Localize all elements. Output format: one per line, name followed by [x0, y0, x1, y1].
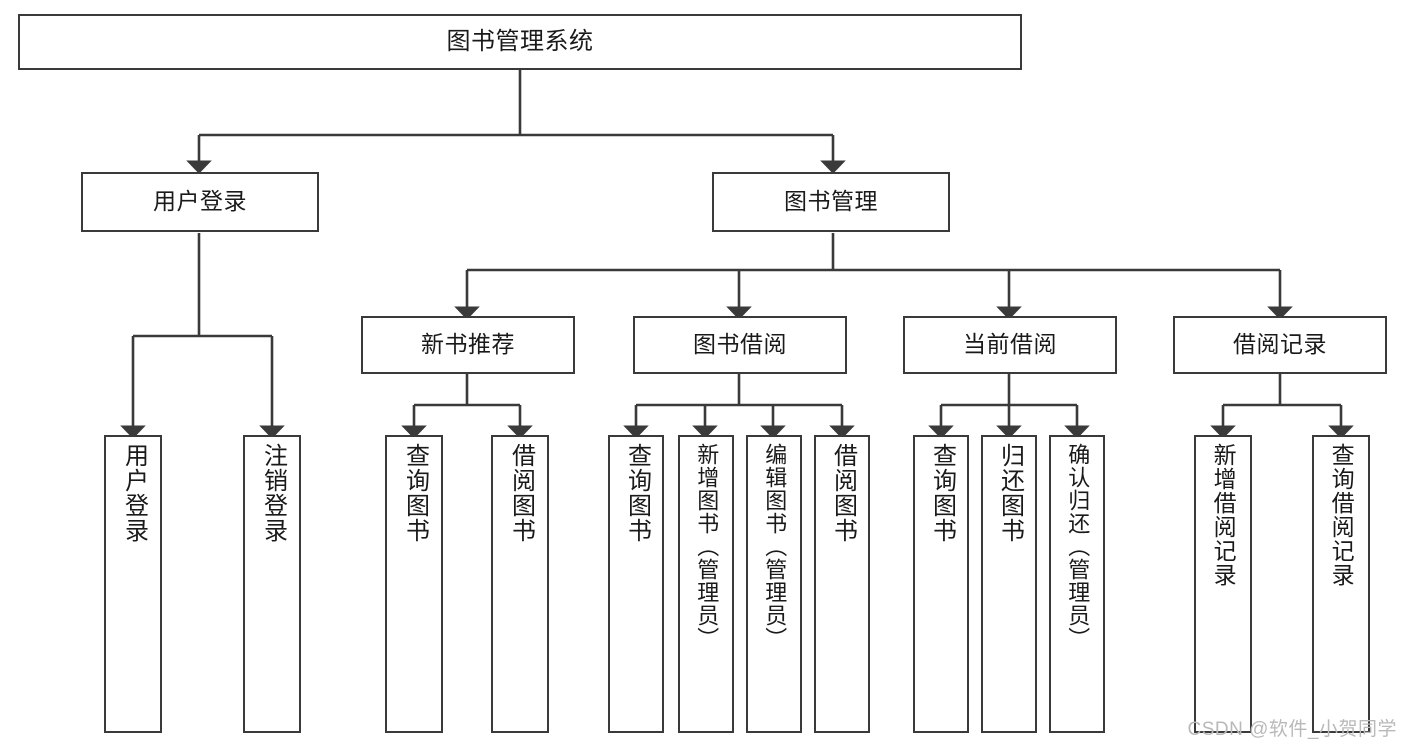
node-leaf-borrow-book-1-label: 借阅图书	[507, 443, 535, 543]
node-leaf-edit-book-label: 编辑图书（管理员）	[762, 443, 788, 650]
node-new-book-recommend-label: 新书推荐	[421, 331, 515, 358]
node-borrow-record-label: 借阅记录	[1233, 331, 1327, 358]
node-user-login[interactable]: 用户登录	[81, 172, 319, 232]
node-leaf-query-book-1-label: 查询图书	[401, 443, 429, 543]
watermark-text: CSDN @软件_小贺同学	[1187, 719, 1397, 740]
node-leaf-query-book-3-label: 查询图书	[928, 443, 956, 543]
node-leaf-borrow-book-2-label: 借阅图书	[829, 443, 857, 543]
node-leaf-confirm-return-label: 确认归还（管理员）	[1065, 443, 1091, 650]
node-leaf-query-book-1[interactable]: 查询图书	[385, 435, 443, 733]
node-leaf-borrow-book-2[interactable]: 借阅图书	[814, 435, 870, 733]
node-leaf-query-book-2[interactable]: 查询图书	[608, 435, 664, 733]
node-new-book-recommend[interactable]: 新书推荐	[361, 316, 575, 374]
node-book-borrow[interactable]: 图书借阅	[633, 316, 847, 374]
node-book-manage[interactable]: 图书管理	[712, 172, 950, 232]
node-current-borrow[interactable]: 当前借阅	[903, 316, 1117, 374]
node-leaf-add-book[interactable]: 新增图书（管理员）	[678, 435, 734, 733]
node-book-borrow-label: 图书借阅	[693, 331, 787, 358]
node-root-system-label: 图书管理系统	[446, 27, 594, 55]
node-leaf-logout-login-label: 注销登录	[259, 443, 287, 543]
node-leaf-return-book-label: 归还图书	[996, 443, 1024, 543]
node-current-borrow-label: 当前借阅	[963, 331, 1057, 358]
node-leaf-user-login-label: 用户登录	[120, 443, 148, 543]
node-leaf-logout-login[interactable]: 注销登录	[243, 435, 301, 733]
node-root-system[interactable]: 图书管理系统	[18, 14, 1022, 70]
node-leaf-user-login[interactable]: 用户登录	[104, 435, 162, 733]
node-leaf-add-borrow-record[interactable]: 新增借阅记录	[1194, 435, 1252, 733]
node-leaf-add-borrow-record-label: 新增借阅记录	[1210, 443, 1237, 587]
node-leaf-query-book-2-label: 查询图书	[623, 443, 651, 543]
node-user-login-label: 用户登录	[153, 188, 247, 215]
node-leaf-edit-book[interactable]: 编辑图书（管理员）	[746, 435, 802, 733]
node-leaf-query-book-3[interactable]: 查询图书	[913, 435, 969, 733]
node-book-manage-label: 图书管理	[784, 188, 878, 215]
node-leaf-return-book[interactable]: 归还图书	[981, 435, 1037, 733]
node-leaf-query-borrow-record-label: 查询借阅记录	[1328, 443, 1355, 587]
node-leaf-borrow-book-1[interactable]: 借阅图书	[491, 435, 549, 733]
node-leaf-add-book-label: 新增图书（管理员）	[694, 443, 720, 650]
node-borrow-record[interactable]: 借阅记录	[1173, 316, 1387, 374]
node-leaf-confirm-return[interactable]: 确认归还（管理员）	[1049, 435, 1105, 733]
node-leaf-query-borrow-record[interactable]: 查询借阅记录	[1312, 435, 1370, 733]
